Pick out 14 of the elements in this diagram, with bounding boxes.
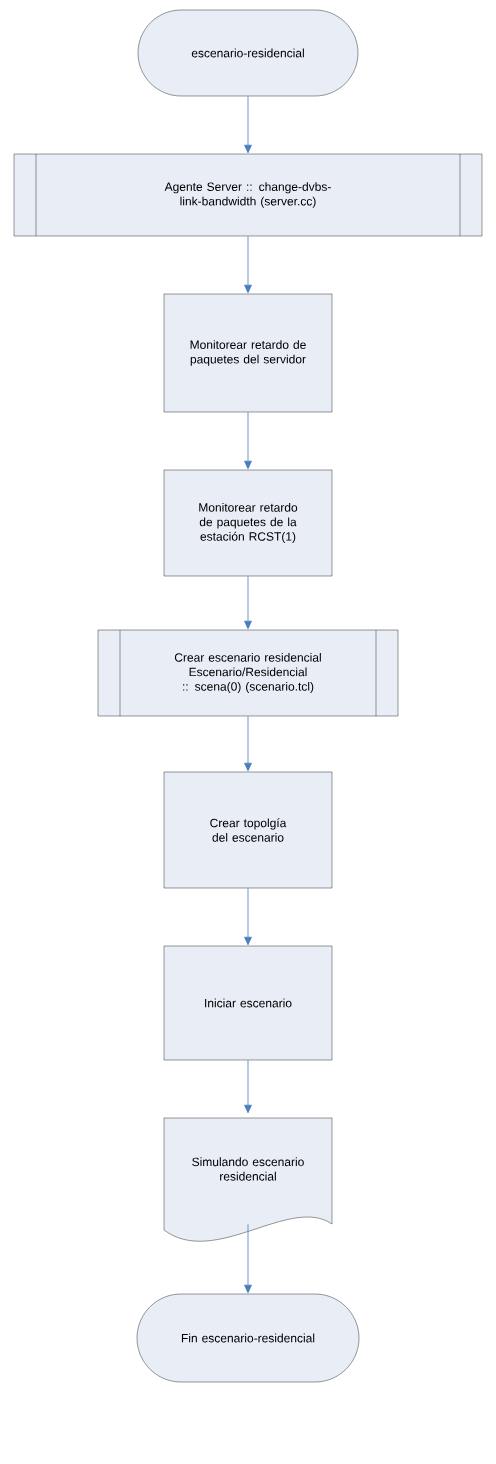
subprocess-box: Crear escenario residencial Escenario/Residencial :: scena(0) (scenario.tcl) [97, 629, 399, 717]
arrow [244, 575, 252, 630]
arrow [244, 95, 252, 154]
arrow [244, 1223, 252, 1294]
process-box: Iniciar escenario [163, 945, 333, 1061]
arrow [244, 411, 252, 470]
arrow [244, 887, 252, 946]
arrow [244, 1059, 252, 1114]
process-box: Monitorear retardo de paquetes de la estación RCST(1) [163, 469, 333, 577]
arrow [244, 715, 252, 772]
arrow [244, 235, 252, 294]
process-box: Monitorear retardo de paquetes del servidor [163, 293, 333, 413]
process-box: Crear topolgía del escenario [163, 771, 333, 889]
subprocess-box: Agente Server :: change-dvbs-link-bandwidth (server.cc) [13, 153, 483, 237]
